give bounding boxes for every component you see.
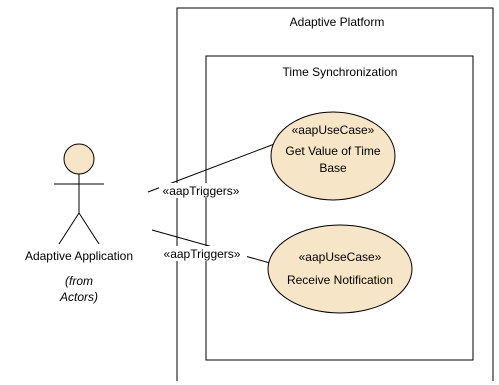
actor-note-line-1: (from xyxy=(65,274,93,288)
association-stereotype: «aapTriggers» xyxy=(164,247,241,261)
use-case-stereotype: «aapUseCase» xyxy=(292,123,375,137)
use-case-get-value-of-time-base: «aapUseCase» Get Value of Time Base xyxy=(270,111,396,201)
association-label-2: «aapTriggers» xyxy=(158,246,247,261)
actor-stick-figure-icon xyxy=(54,143,104,245)
package-title: Time Synchronization xyxy=(283,65,398,79)
use-case-stereotype: «aapUseCase» xyxy=(299,250,382,264)
actor-adaptive-application: Adaptive Application (from Actors) xyxy=(25,143,133,304)
use-case-name-line-1: Receive Notification xyxy=(287,273,393,287)
actor-left-leg xyxy=(58,212,80,245)
use-case-ellipse xyxy=(267,224,413,314)
actor-right-leg xyxy=(78,212,100,245)
label-background xyxy=(158,246,247,261)
associations xyxy=(147,142,278,264)
use-case-name-line-1: Get Value of Time xyxy=(285,144,380,158)
use-case-receive-notification: «aapUseCase» Receive Notification xyxy=(267,224,413,314)
time-synchronization-package: Time Synchronization xyxy=(205,55,474,361)
boundary-title: Adaptive Platform xyxy=(290,15,385,29)
use-case-ellipse xyxy=(270,111,396,201)
actor-head xyxy=(63,143,95,175)
association-stereotype: «aapTriggers» xyxy=(163,184,240,198)
use-case-name-line-2: Base xyxy=(319,161,347,175)
actor-note-line-2: Actors) xyxy=(59,290,98,304)
actor-name: Adaptive Application xyxy=(25,249,133,263)
association-label-1: «aapTriggers» xyxy=(159,183,244,198)
label-background xyxy=(159,183,244,198)
package-frame xyxy=(205,55,474,361)
